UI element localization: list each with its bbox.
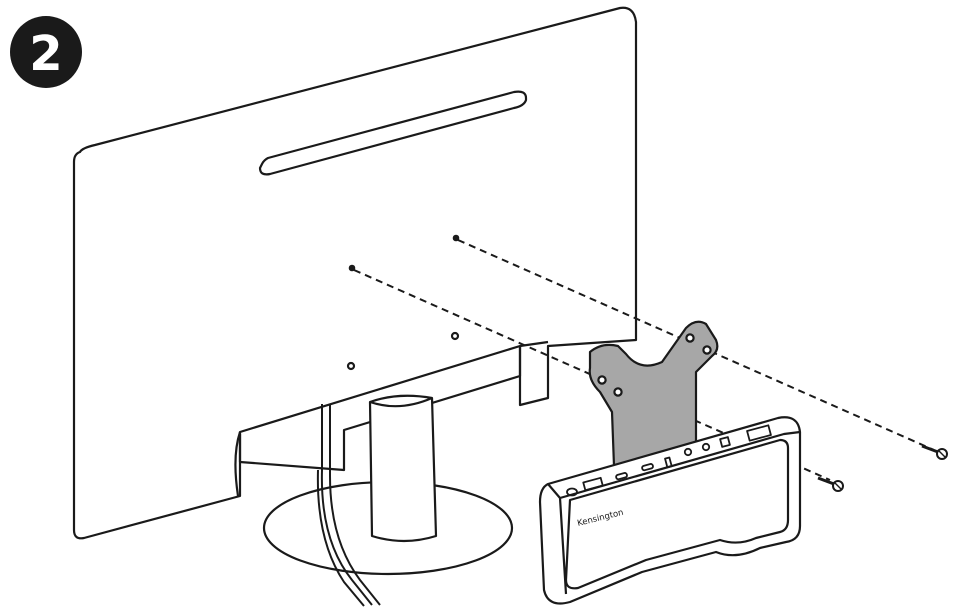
vesa-hole-lower-left [348, 264, 356, 272]
port-usb-c-2 [641, 463, 654, 472]
port-round-2 [683, 447, 693, 457]
vesa-hole-lower-right [452, 234, 460, 242]
vesa-hole-upper-right [450, 331, 460, 341]
stand-neck [368, 394, 438, 543]
bracket-hole-lower-left [597, 375, 607, 385]
bracket-plate [588, 320, 719, 468]
screw-lower-shaft [817, 476, 835, 486]
bracket-hole-lower-right [613, 387, 623, 397]
bracket-hole-upper-left [685, 333, 695, 343]
port-round-3 [701, 442, 711, 452]
monitor-vent-slot [258, 90, 528, 176]
screw-lower-slot [834, 482, 842, 490]
vesa-bracket [588, 320, 719, 468]
cables [316, 404, 381, 607]
port-display [746, 424, 772, 442]
vesa-hole-upper-left [346, 361, 356, 371]
monitor [72, 6, 638, 540]
screw-upper-slot [938, 450, 946, 458]
port-usb-c-1 [615, 472, 628, 481]
dock-ports [566, 424, 772, 497]
port-slot [664, 456, 673, 469]
port-round-1 [566, 487, 578, 497]
port-usb-a [582, 476, 604, 492]
step-number: 2 [29, 26, 62, 82]
screw-upper [921, 444, 948, 460]
screw-upper-shaft [921, 444, 939, 454]
docking-station: Kensington [538, 416, 802, 605]
upper-alignment-line [457, 239, 935, 451]
cable-3 [316, 469, 365, 607]
monitor-back-panel [238, 346, 522, 472]
cable-1 [320, 404, 373, 606]
monitor-back-shell [72, 6, 638, 540]
port-power [719, 436, 731, 448]
step-badge: 2 [10, 16, 82, 88]
stand-neck-top [369, 396, 433, 408]
cable-2 [329, 404, 381, 606]
monitor-stand [262, 394, 514, 576]
dock-body [538, 416, 802, 605]
screw-lower [817, 476, 844, 492]
bracket-hole-upper-right [702, 345, 712, 355]
dock-inner-lip [564, 438, 790, 590]
